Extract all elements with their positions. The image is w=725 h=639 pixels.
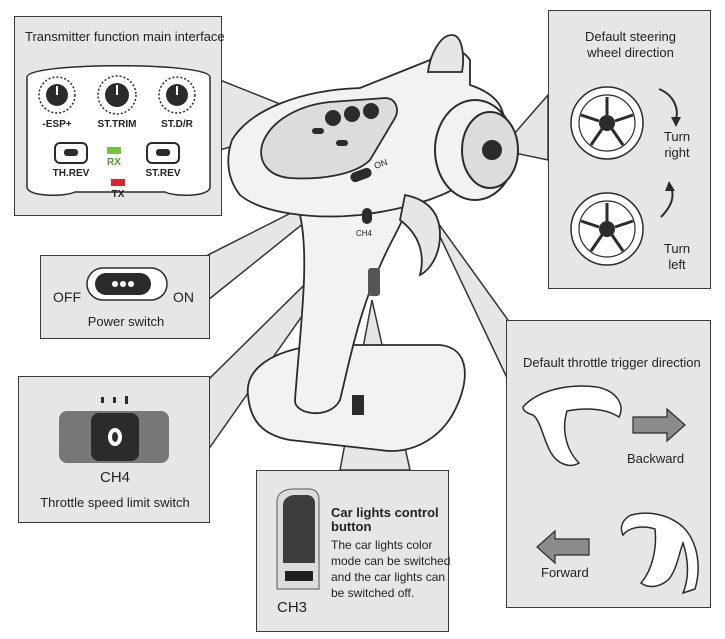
power-off-label: OFF — [53, 289, 81, 305]
panel-knobs — [312, 103, 379, 146]
ch4-position-dots-icon — [101, 396, 128, 404]
ch4-graphic — [59, 396, 169, 463]
transmitter-grip — [294, 203, 412, 415]
control-panel — [260, 97, 398, 180]
backward-arrow-icon — [632, 407, 686, 443]
body-ch3-button — [368, 268, 380, 296]
knob-label-esp: -ESP+ — [42, 119, 72, 130]
ch3-button-bar — [285, 571, 313, 581]
steering-panel: Default steering wheel direction — [548, 10, 711, 289]
knob-label-st-dr: ST.D/R — [161, 119, 193, 130]
forward-label: Forward — [541, 565, 589, 580]
ch3-desc-line-2: mode can be switched — [331, 554, 451, 568]
ch3-desc-line-4: be switched off. — [331, 586, 415, 600]
main-interface-graphic — [26, 65, 211, 197]
steering-wheel-right-icon — [570, 86, 644, 160]
knob-st-trim-icon — [97, 75, 137, 115]
base-slot — [352, 395, 364, 415]
turn-left-label-2: left — [668, 257, 686, 272]
power-switch-graphic — [86, 267, 168, 301]
knob-st-dr-icon — [158, 76, 196, 114]
power-on-label: ON — [173, 289, 194, 305]
steering-graphic — [570, 86, 681, 266]
steering-title-line2: wheel direction — [587, 45, 674, 60]
throttle-trigger — [399, 193, 441, 277]
ch4-label: CH4 — [99, 469, 130, 486]
turn-left-label-1: Turn — [663, 241, 691, 256]
power-switch-panel: OFF ON Power switch — [40, 255, 210, 339]
throttle-panel: Default throttle trigger direction Backw… — [506, 320, 711, 608]
forward-arrow-icon — [536, 529, 590, 565]
throttle-graphic — [522, 385, 699, 595]
main-interface-panel: Transmitter function main interface -ESP… — [14, 16, 225, 216]
steering-wheel-left-icon — [570, 192, 644, 266]
ch3-button-icon — [283, 495, 315, 563]
trigger-forward-icon — [620, 512, 699, 595]
turn-right-label-2: right — [664, 145, 690, 160]
indicator-label-tx: TX — [111, 189, 125, 200]
antenna — [426, 34, 465, 73]
steering-title-line1: Default steering — [584, 29, 677, 44]
ch4-panel: CH4 Throttle speed limit switch — [18, 376, 210, 523]
turn-left-arrow-icon — [660, 186, 674, 218]
tx-led-icon — [111, 179, 125, 186]
indicator-label-rx: RX — [107, 157, 121, 168]
main-interface-title: Transmitter function main interface — [25, 29, 225, 44]
ch3-title-line2: button — [331, 519, 372, 534]
ch4-caption: Throttle speed limit switch — [40, 495, 190, 510]
trigger-backward-icon — [522, 385, 622, 467]
button-label-st-rev: ST.REV — [145, 168, 181, 179]
ch3-graphic — [276, 488, 320, 590]
knob-esp-icon — [38, 76, 76, 114]
throttle-title: Default throttle trigger direction — [523, 355, 701, 370]
turn-right-label-1: Turn — [663, 129, 691, 144]
steering-wheel — [434, 99, 519, 201]
knob-label-st-trim: ST.TRIM — [97, 119, 137, 130]
device-ch4-label: CH4 — [356, 229, 373, 238]
backward-label: Backward — [627, 451, 685, 466]
button-label-th-rev: TH.REV — [52, 168, 90, 179]
body-power-switch — [350, 167, 372, 183]
ch3-label: CH3 — [277, 599, 308, 616]
body-ch4-switch — [362, 208, 372, 224]
ch3-title-line1: Car lights control — [331, 505, 439, 520]
power-switch-caption: Power switch — [87, 314, 165, 329]
ch3-desc-line-3: and the car lights can — [331, 570, 446, 584]
ch3-panel: Car lights control button The car lights… — [256, 470, 451, 632]
rx-led-icon — [107, 147, 121, 154]
ch3-desc-line-1: The car lights color — [331, 538, 433, 552]
turn-right-arrow-icon — [658, 88, 678, 120]
